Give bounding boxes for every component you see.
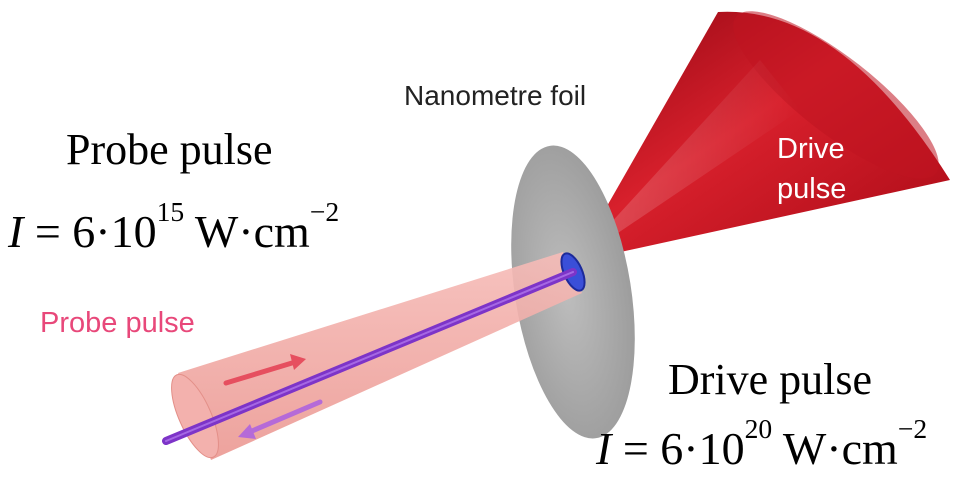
drive-intensity-units-exponent: −2 [897,413,928,445]
probe-pulse-label: Probe pulse [40,307,195,339]
probe-pulse-title: Probe pulse [66,125,273,174]
drive-pulse-title: Drive pulse [668,355,873,404]
probe-intensity: I = 6·1015 W·cm−2 [8,198,339,258]
drive-intensity: I = 6·1020 W·cm−2 [596,415,927,475]
probe-intensity-units: W·cm [194,206,310,257]
probe-intensity-exponent: 15 [156,196,185,228]
probe-intensity-value: = 6·10 [34,206,157,257]
probe-beam [162,268,577,445]
drive-pulse-cone [575,11,950,262]
drive-pulse-inner-label-2: pulse [777,173,847,205]
probe-intensity-units-exponent: −2 [309,196,340,228]
drive-intensity-value: = 6·10 [622,423,745,474]
drive-intensity-exponent: 20 [744,413,773,445]
forward-arrow [223,354,306,386]
drive-intensity-units: W·cm [782,423,898,474]
return-arrow [238,399,323,439]
nanometre-foil-label: Nanometre foil [404,80,587,111]
drive-intensity-symbol: I [596,423,612,474]
drive-pulse-inner-label: Drive [777,133,845,165]
probe-intensity-symbol: I [8,206,24,257]
